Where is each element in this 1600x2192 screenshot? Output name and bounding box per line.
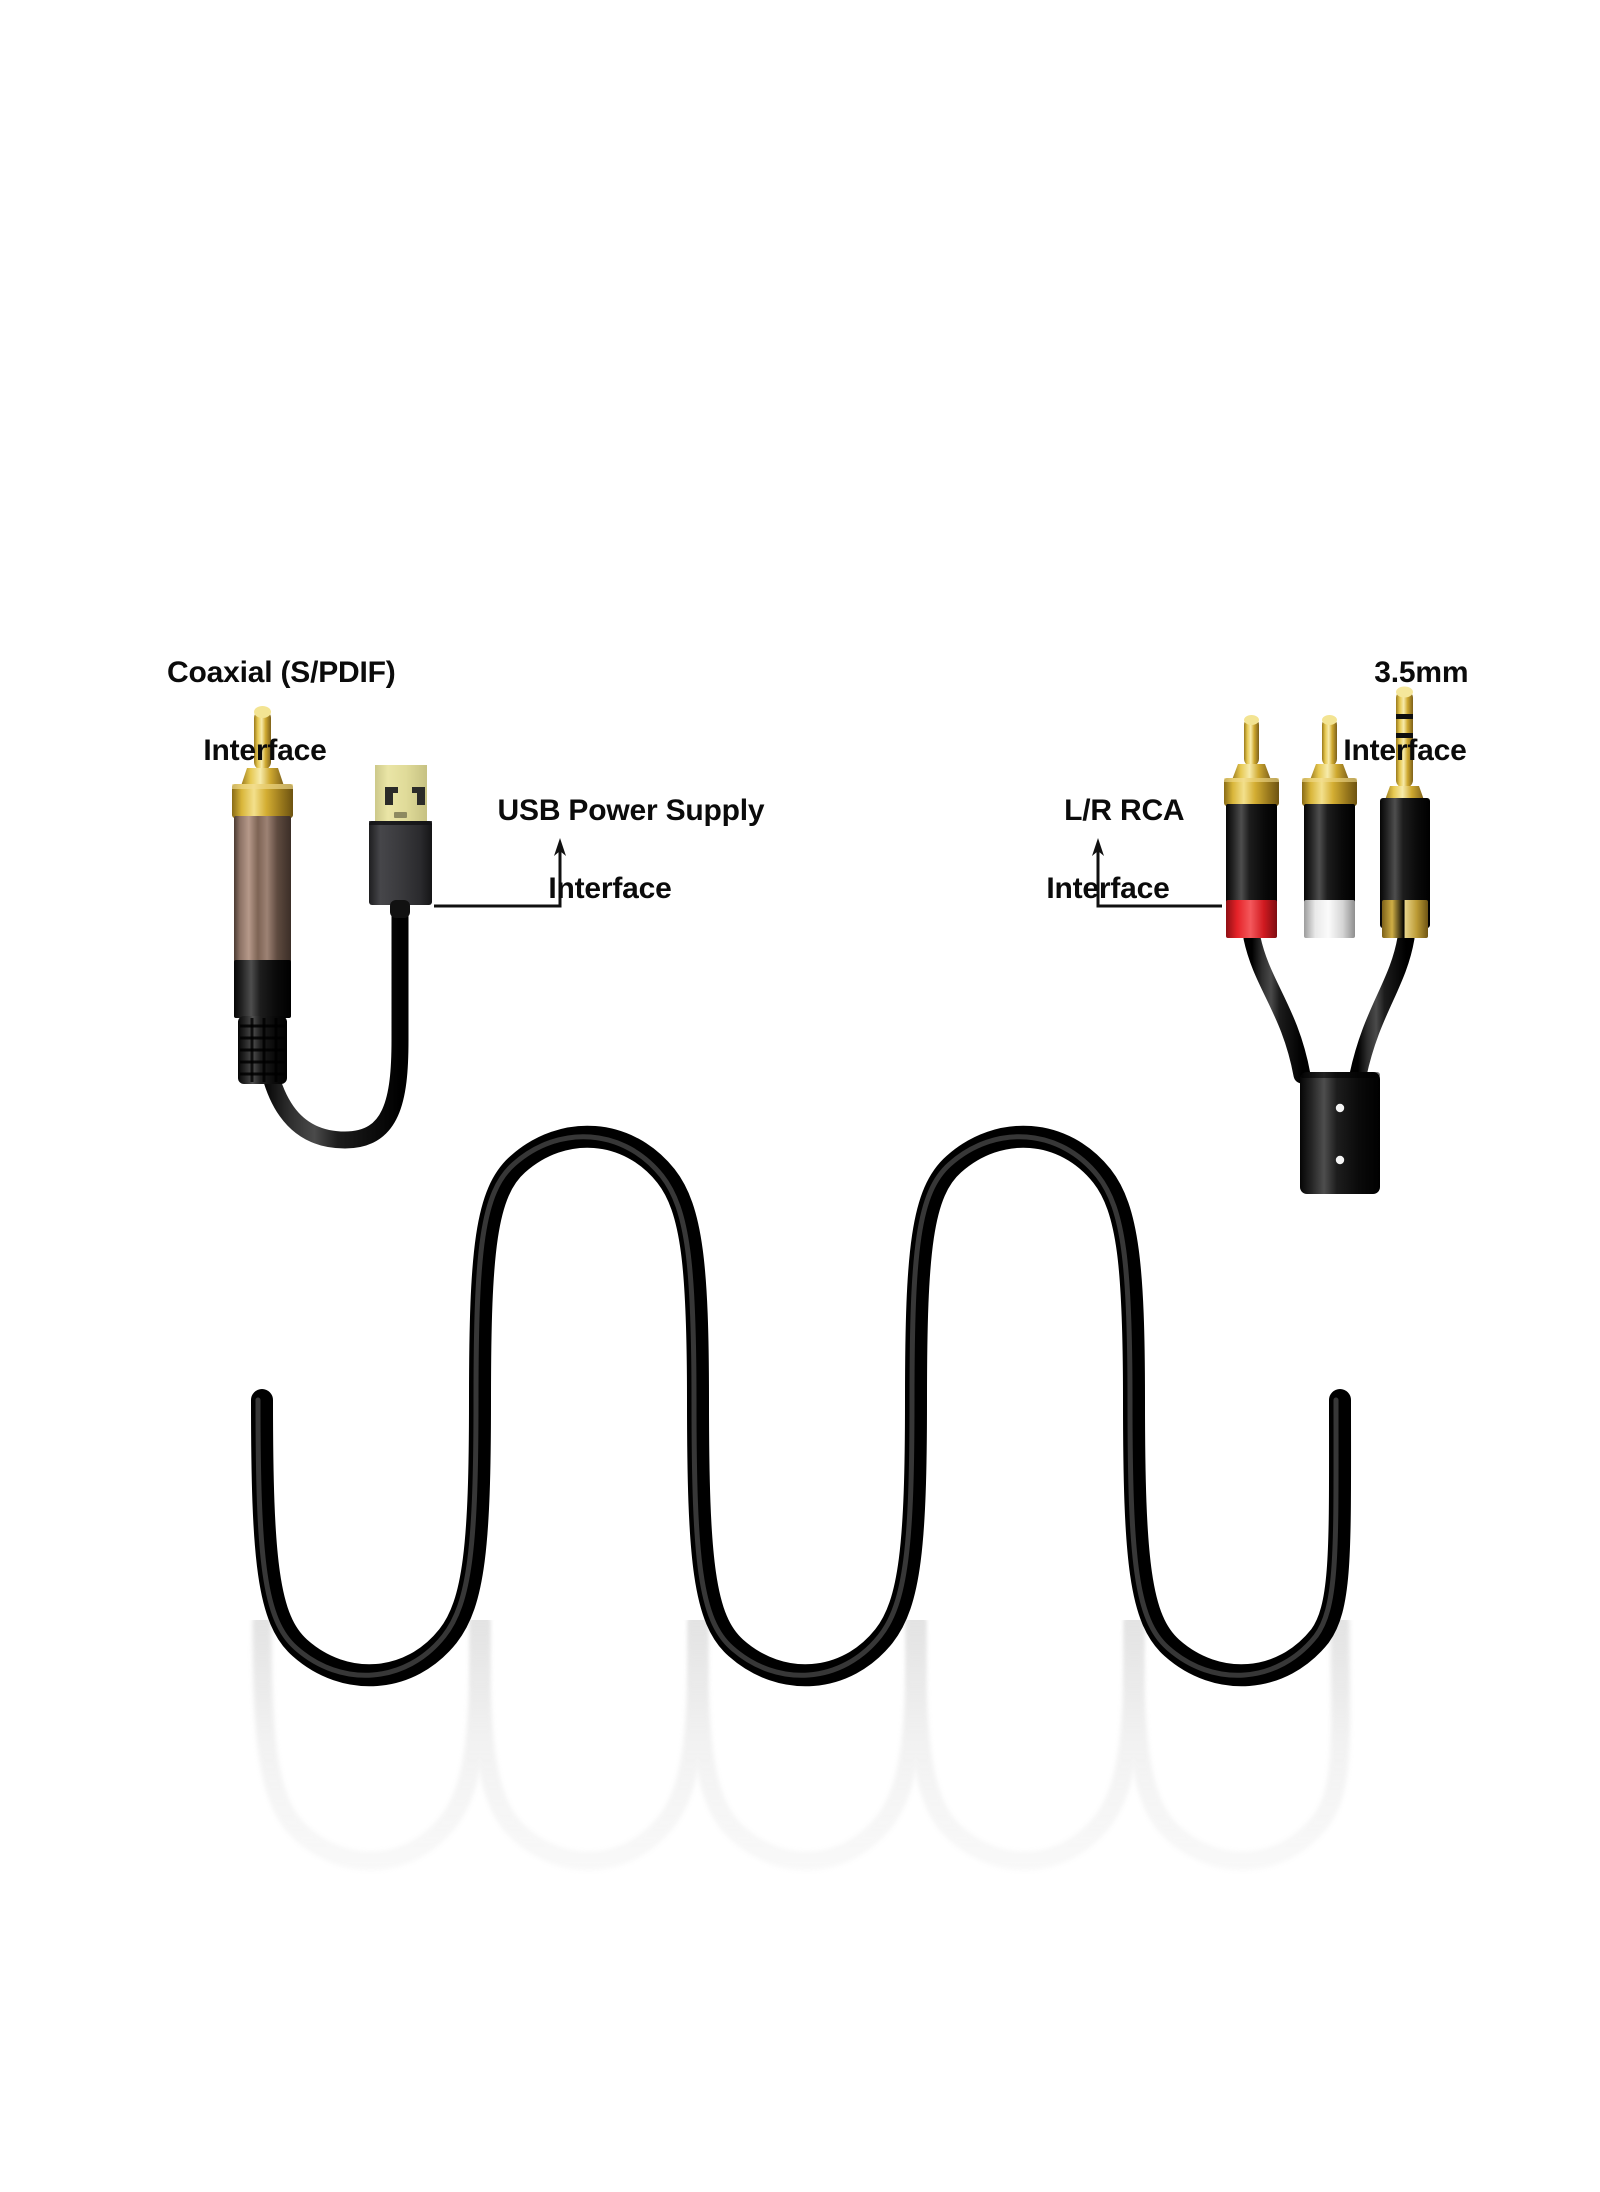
rca-leader-line (1092, 838, 1222, 908)
label-usb-power-supply-interface: USB Power Supply Interface (465, 752, 765, 986)
rca-plug-red (1224, 715, 1279, 938)
label-lr-rca-interface: L/R RCA Interface (1008, 752, 1208, 986)
cable-reflection (252, 1612, 1351, 1871)
label-usb-line2: Interface (548, 872, 672, 905)
label-coaxial-line2: Interface (203, 734, 327, 767)
cable-splitter-box (1300, 1072, 1380, 1194)
label-35mm-line1: 3.5mm (1374, 656, 1469, 689)
usb-leader-line (434, 838, 566, 908)
trs-3-5mm-plug (1380, 686, 1430, 938)
label-rca-line2: Interface (1046, 872, 1170, 905)
splitter-branch-cables (1243, 929, 1415, 1084)
splitter-dot (1335, 1103, 1345, 1113)
label-35mm-line2: Interface (1343, 734, 1467, 767)
cable-serpentine-wave (251, 1125, 1352, 1687)
usb-a-plug (369, 765, 432, 918)
label-rca-line1: L/R RCA (1064, 794, 1185, 827)
label-usb-line1: USB Power Supply (497, 794, 765, 827)
label-coaxial-line1: Coaxial (S/PDIF) (167, 656, 396, 689)
label-35mm-interface: 3.5mm Interface (1320, 614, 1490, 848)
splitter-dot (1335, 1155, 1345, 1165)
label-coaxial-interface: Coaxial (S/PDIF) Interface (130, 614, 400, 848)
coaxial-rca-plug (232, 706, 293, 1084)
rca-plug-white (1302, 715, 1357, 938)
